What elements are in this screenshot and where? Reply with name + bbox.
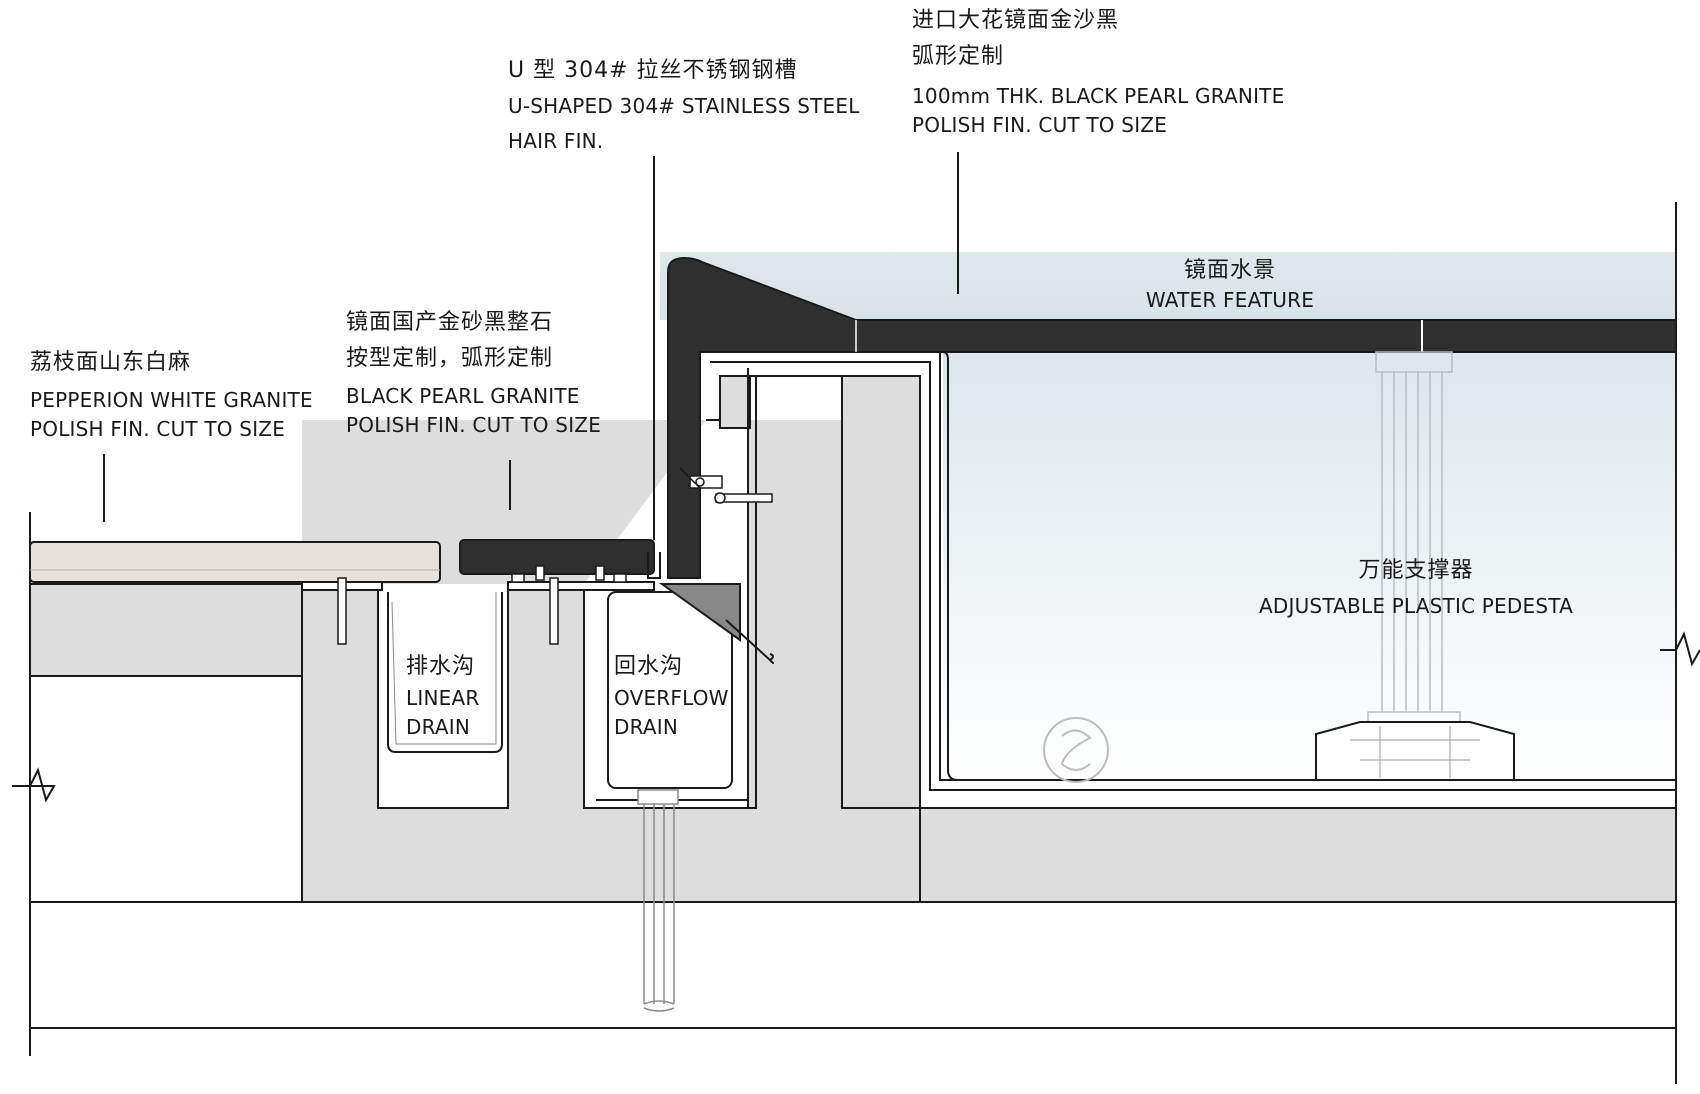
overflow-drain-box — [607, 591, 733, 789]
granite-weir-edge — [667, 256, 1677, 579]
label-overflow-drain-en2: DRAIN — [614, 715, 679, 739]
basin-liner — [596, 351, 1676, 809]
label-water-feature-cn: 镜面水景 — [1183, 258, 1276, 283]
label-white-granite-cn: 荔枝面山东白麻 — [30, 350, 192, 375]
label-water-feature-en: WATER FEATURE — [1145, 288, 1315, 312]
leader-lines — [103, 152, 959, 664]
label-imported-granite: 进口大花镜面金沙黑 弧形定制 100mm THK. BLACK PEARL GR… — [912, 6, 1284, 140]
label-imported-granite-en1: 100mm THK. BLACK PEARL GRANITE — [912, 84, 1285, 108]
label-white-granite-en1: PEPPERION WHITE GRANITE — [30, 388, 313, 412]
overflow-slope-wedge — [658, 583, 741, 642]
label-overflow-drain: 回水沟 OVERFLOW DRAIN — [614, 652, 729, 742]
label-pedestal: 万能支撑器 ADJUSTABLE PLASTIC PEDESTA — [1246, 556, 1586, 621]
label-linear-drain-en2: DRAIN — [406, 715, 471, 739]
label-pedestal-en: ADJUSTABLE PLASTIC PEDESTA — [1259, 594, 1573, 618]
black-granite-coping — [459, 539, 655, 575]
water-body — [943, 350, 1676, 783]
label-water-feature: 镜面水景 WATER FEATURE — [1120, 256, 1340, 315]
label-steel-channel-cn: U 型 304# 拉丝不锈钢钢槽 — [508, 58, 798, 83]
anchor-bolts — [337, 577, 559, 645]
label-black-granite-cn2: 按型定制，弧形定制 — [346, 346, 554, 371]
label-overflow-drain-cn: 回水沟 — [614, 654, 684, 679]
steel-u-channel — [647, 552, 661, 579]
adjustable-pedestal — [1367, 351, 1461, 727]
label-pedestal-cn: 万能支撑器 — [1358, 558, 1474, 583]
label-imported-granite-cn1: 进口大花镜面金沙黑 — [912, 8, 1120, 33]
white-granite-slab — [29, 541, 441, 583]
watermark-logo — [1043, 717, 1109, 783]
label-linear-drain-en1: LINEAR — [406, 686, 480, 710]
label-black-granite-en2: POLISH FIN. CUT TO SIZE — [346, 413, 602, 437]
label-black-granite: 镜面国产金砂黑整石 按型定制，弧形定制 BLACK PEARL GRANITE … — [346, 308, 601, 440]
label-linear-drain: 排水沟 LINEAR DRAIN — [406, 652, 479, 742]
concrete-walls — [507, 375, 921, 809]
linear-drain-channel — [387, 592, 503, 753]
label-white-granite-en2: POLISH FIN. CUT TO SIZE — [30, 417, 286, 441]
ground-lines — [12, 202, 1700, 1084]
label-black-granite-en1: BLACK PEARL GRANITE — [346, 384, 580, 408]
label-linear-drain-cn: 排水沟 — [406, 654, 476, 679]
label-white-granite: 荔枝面山东白麻 PEPPERION WHITE GRANITE POLISH F… — [30, 348, 313, 444]
label-imported-granite-en2: POLISH FIN. CUT TO SIZE — [912, 113, 1168, 137]
label-steel-channel-en1: U-SHAPED 304# STAINLESS STEEL — [508, 94, 860, 118]
outlet-pipe — [637, 789, 679, 1012]
water-surface-band — [660, 252, 1676, 320]
steel-bracket — [679, 467, 773, 504]
label-imported-granite-cn2: 弧形定制 — [912, 44, 1005, 69]
label-overflow-drain-en1: OVERFLOW — [614, 686, 729, 710]
label-black-granite-cn1: 镜面国产金砂黑整石 — [346, 310, 554, 335]
label-steel-channel: U 型 304# 拉丝不锈钢钢槽 U-SHAPED 304# STAINLESS… — [508, 56, 860, 156]
pedestal-base — [1315, 721, 1515, 781]
label-steel-channel-en2: HAIR FIN. — [508, 129, 604, 153]
